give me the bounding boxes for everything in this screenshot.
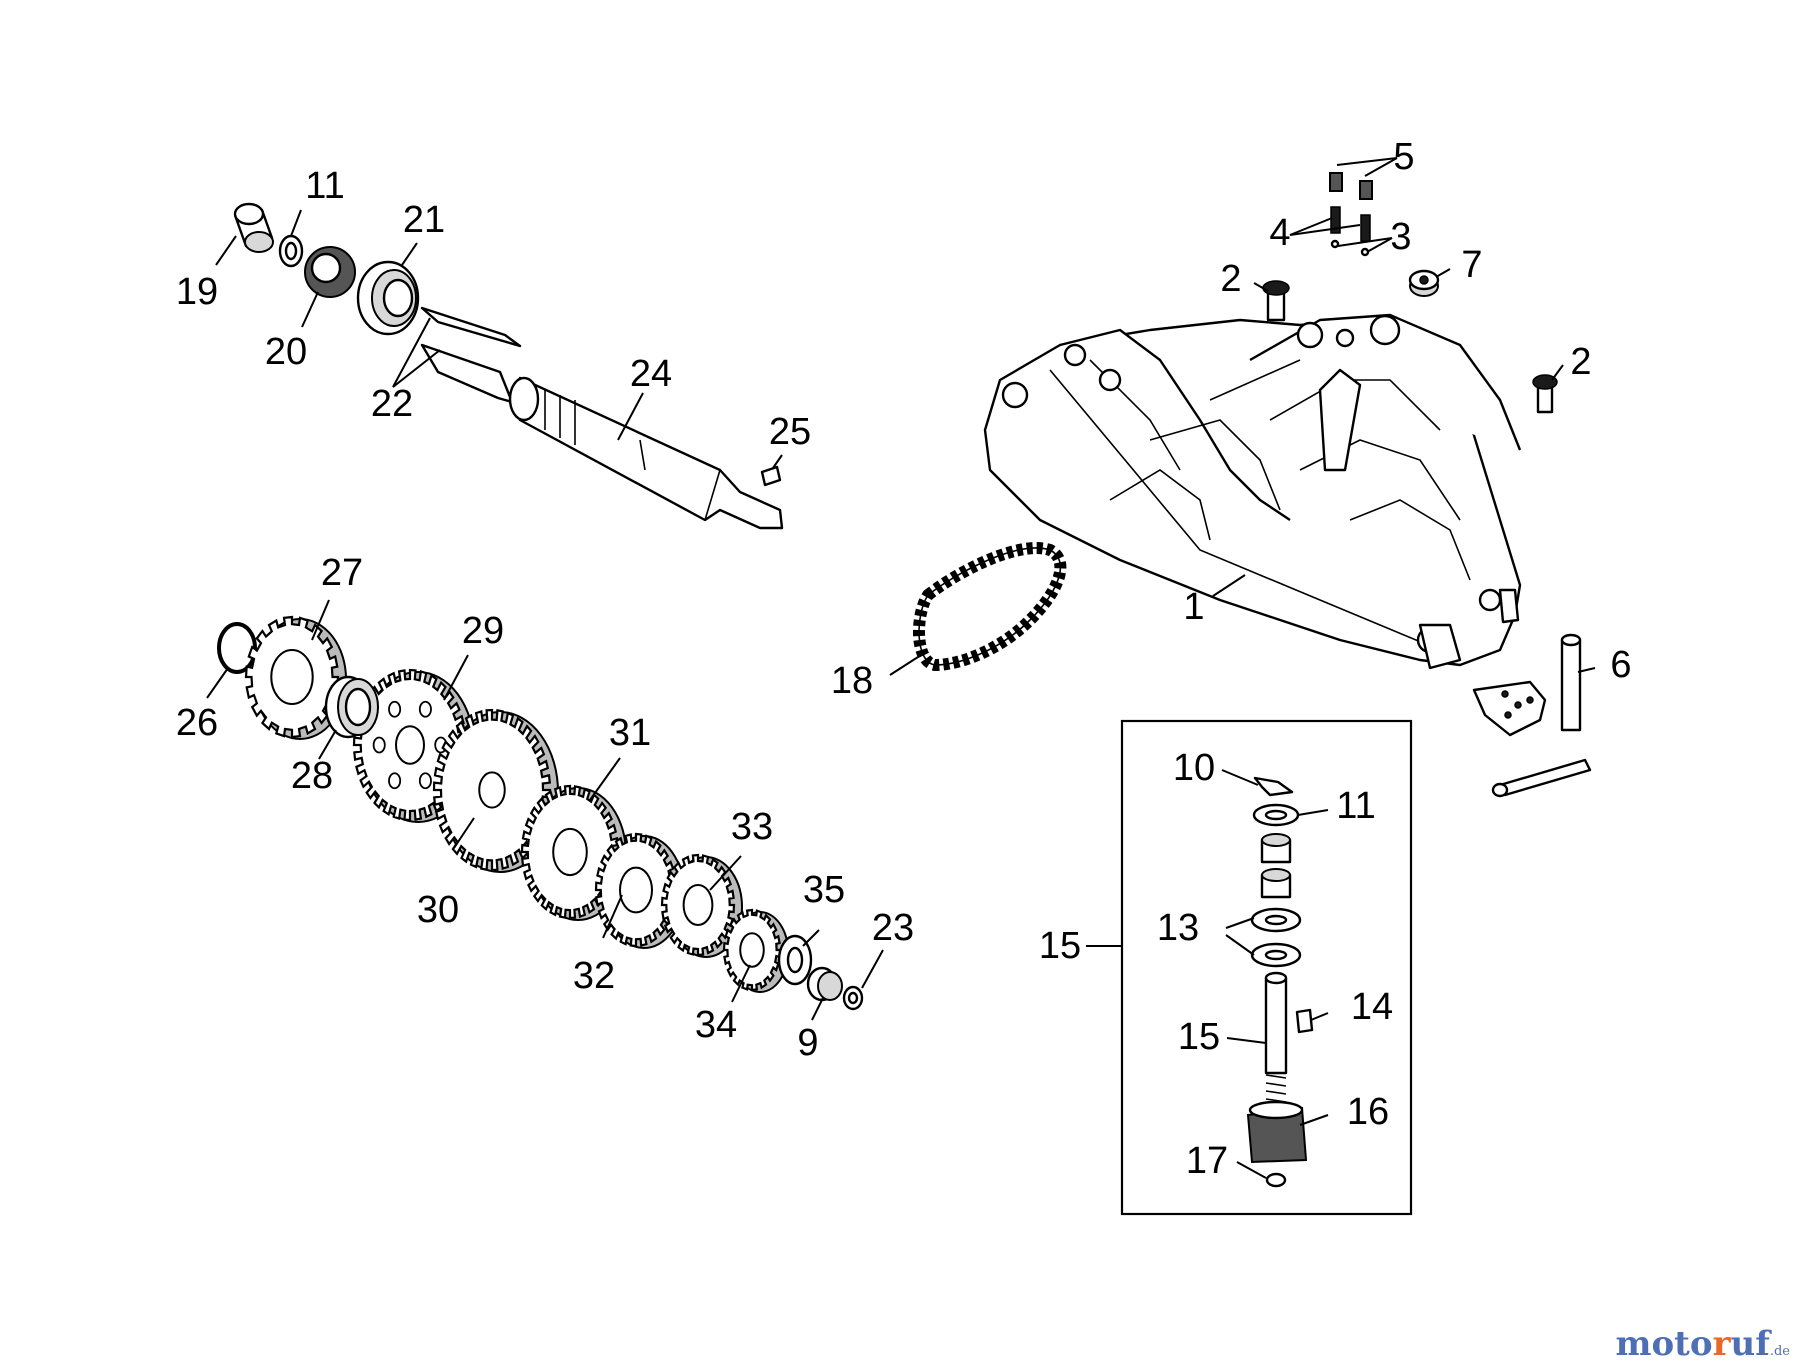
gear-32-hub xyxy=(619,866,653,914)
bearing-21 xyxy=(356,260,420,336)
label-20: 20 xyxy=(265,331,307,373)
watermark-part3: uf xyxy=(1730,1324,1770,1364)
label-14: 14 xyxy=(1351,986,1393,1028)
label-2a: 2 xyxy=(1220,258,1241,300)
gear-33-hub xyxy=(682,884,714,926)
gear-20 xyxy=(304,246,356,298)
gear-29-lightening-hole xyxy=(372,736,386,754)
label-29: 29 xyxy=(462,610,504,652)
key-25 xyxy=(760,465,782,487)
label-25: 25 xyxy=(769,411,811,453)
bushing-19 xyxy=(233,202,274,253)
gear-29-lightening-hole xyxy=(418,772,432,790)
gear-34-hub xyxy=(739,932,765,968)
screw-2a xyxy=(1262,280,1290,322)
kit-box xyxy=(1120,719,1413,1216)
washer-11a xyxy=(278,234,304,268)
label-7: 7 xyxy=(1461,244,1482,286)
gear-29-lightening-hole xyxy=(388,772,402,790)
label-31: 31 xyxy=(609,712,651,754)
label-6: 6 xyxy=(1610,644,1631,686)
kit-parts xyxy=(1246,776,1314,1188)
label-2b: 2 xyxy=(1570,341,1591,383)
label-1: 1 xyxy=(1183,586,1204,628)
watermark-suffix: .de xyxy=(1769,1344,1790,1359)
gear-32 xyxy=(594,832,685,949)
keys-22 xyxy=(420,306,522,404)
detent-parts xyxy=(1329,172,1373,257)
label-15a: 15 xyxy=(1039,925,1081,967)
label-16: 16 xyxy=(1347,1091,1389,1133)
label-26: 26 xyxy=(176,702,218,744)
gear-stack xyxy=(244,615,789,993)
label-11a: 11 xyxy=(305,165,344,207)
gear-29-hub xyxy=(395,725,425,765)
gear-30 xyxy=(432,708,559,873)
watermark-part1: moto xyxy=(1615,1324,1713,1364)
drive-chain xyxy=(913,542,1067,671)
nut-7 xyxy=(1408,269,1440,297)
shaft-24 xyxy=(508,376,784,530)
label-15b: 15 xyxy=(1178,1016,1220,1058)
bushing-28 xyxy=(324,675,379,739)
sprocket-27 xyxy=(244,615,347,740)
label-3: 3 xyxy=(1390,216,1411,258)
label-5: 5 xyxy=(1393,136,1414,178)
watermark-part2: r xyxy=(1712,1324,1731,1364)
label-33: 33 xyxy=(731,806,773,848)
label-13: 13 xyxy=(1157,907,1199,949)
part-labels: 1 2 2 3 4 5 6 7 9 10 11 13 14 15 15 16 1… xyxy=(176,136,1632,1182)
gear-30-hub xyxy=(478,771,506,809)
label-22: 22 xyxy=(371,383,413,425)
screw-2b xyxy=(1532,374,1558,414)
gear-31-hub xyxy=(552,827,588,877)
bushing-9 xyxy=(806,966,843,1002)
label-27: 27 xyxy=(321,552,363,594)
washer-35 xyxy=(777,934,813,986)
leader-lines xyxy=(206,157,1596,1179)
label-32: 32 xyxy=(573,955,615,997)
label-35: 35 xyxy=(803,869,845,911)
label-17: 17 xyxy=(1186,1140,1228,1182)
label-34: 34 xyxy=(695,1004,737,1046)
gear-29-lightening-hole xyxy=(388,700,402,718)
label-21: 21 xyxy=(403,199,445,241)
transaxle-housing xyxy=(983,313,1522,670)
shift-lever xyxy=(1472,633,1592,798)
gear-34 xyxy=(722,908,789,993)
label-30: 30 xyxy=(417,889,459,931)
watermark-logo: motoruf.de xyxy=(1616,1324,1790,1364)
label-9: 9 xyxy=(797,1022,818,1064)
washer-23 xyxy=(842,985,864,1011)
label-10: 10 xyxy=(1173,747,1215,789)
gear-29-lightening-hole xyxy=(418,700,432,718)
snap-ring-26 xyxy=(217,622,257,674)
gear-33 xyxy=(660,853,743,958)
label-18: 18 xyxy=(831,660,873,702)
sprocket-27-hub xyxy=(270,649,314,705)
label-28: 28 xyxy=(291,755,333,797)
label-24: 24 xyxy=(630,353,672,395)
label-4: 4 xyxy=(1269,212,1290,254)
label-23: 23 xyxy=(872,907,914,949)
label-11b: 11 xyxy=(1336,785,1375,827)
label-19: 19 xyxy=(176,271,218,313)
